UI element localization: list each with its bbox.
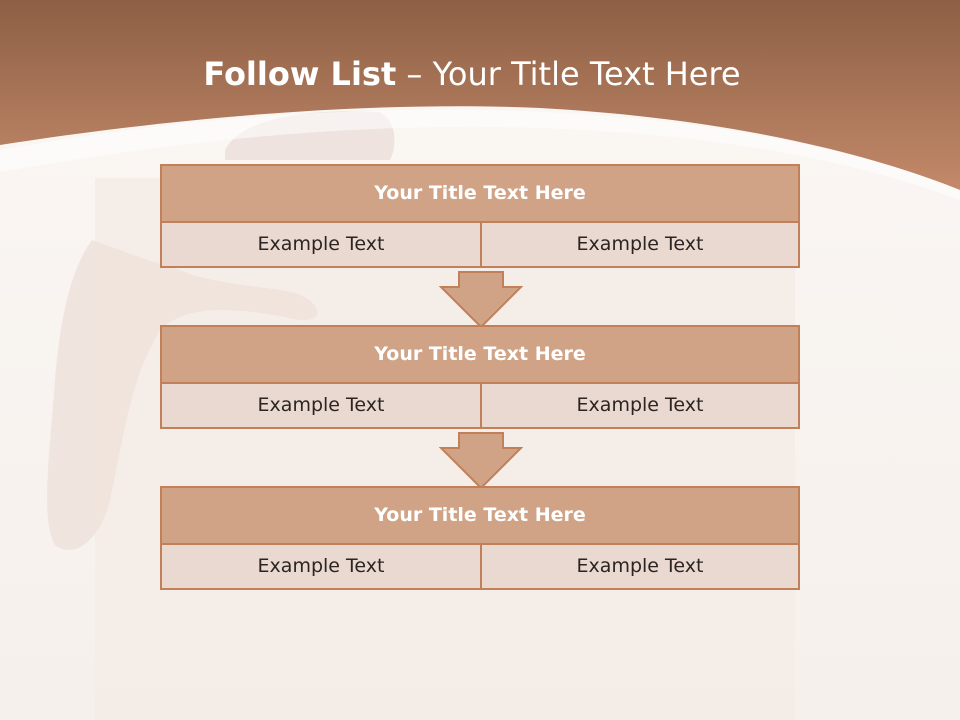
step-cell-text: Example Text: [257, 555, 385, 577]
step-cell-left: Example Text: [160, 221, 482, 268]
step-box-2: Your Title Text Here Example Text Exampl…: [160, 325, 800, 431]
title-rest: – Your Title Text Here: [396, 55, 741, 93]
down-arrow-icon: [439, 432, 523, 490]
step-cell-text: Example Text: [576, 394, 704, 416]
step-cell-text: Example Text: [257, 233, 385, 255]
step-title-box: Your Title Text Here: [160, 164, 800, 223]
step-cell-left: Example Text: [160, 382, 482, 429]
step-cell-text: Example Text: [576, 233, 704, 255]
step-cell-right: Example Text: [480, 543, 800, 590]
step-cell-right: Example Text: [480, 382, 800, 429]
step-box-3: Your Title Text Here Example Text Exampl…: [160, 486, 800, 592]
step-title: Your Title Text Here: [374, 182, 586, 204]
down-arrow-icon: [439, 271, 523, 329]
step-cell-right: Example Text: [480, 221, 800, 268]
step-title: Your Title Text Here: [374, 343, 586, 365]
step-title-box: Your Title Text Here: [160, 325, 800, 384]
slide-title: Follow List – Your Title Text Here: [0, 52, 944, 96]
step-title-box: Your Title Text Here: [160, 486, 800, 545]
step-box-1: Your Title Text Here Example Text Exampl…: [160, 164, 800, 270]
title-bold: Follow List: [203, 55, 397, 93]
step-cell-left: Example Text: [160, 543, 482, 590]
step-cell-text: Example Text: [576, 555, 704, 577]
step-cell-text: Example Text: [257, 394, 385, 416]
step-title: Your Title Text Here: [374, 504, 586, 526]
